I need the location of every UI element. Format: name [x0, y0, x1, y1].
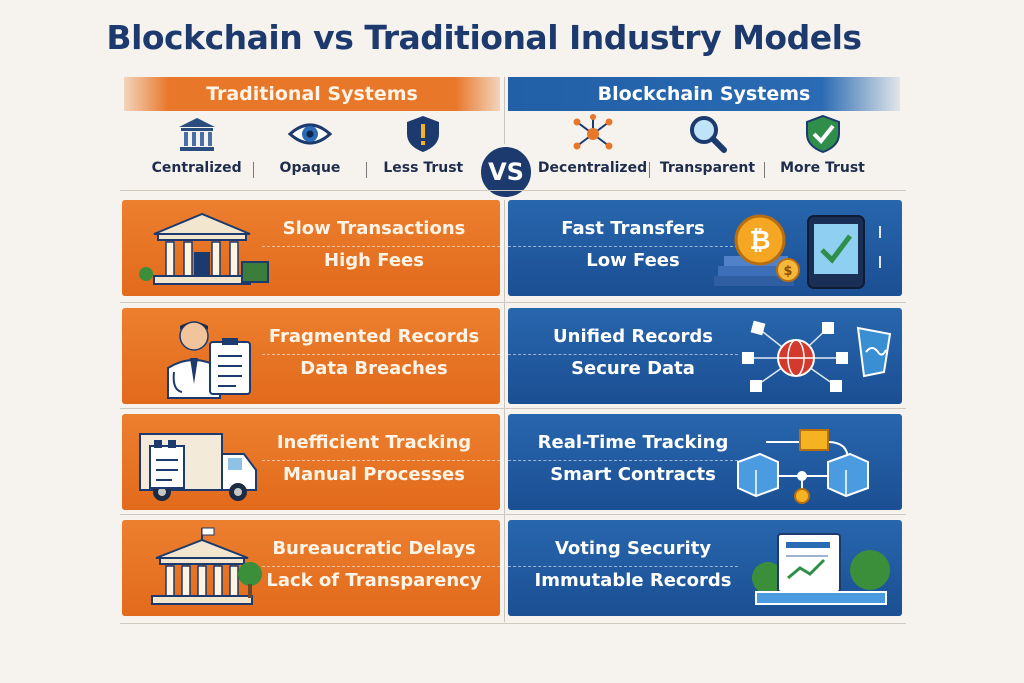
card-line-primary: Fast Transfers — [561, 218, 705, 239]
row-divider — [120, 190, 906, 191]
card-dashed-separator — [508, 460, 738, 461]
card-line-secondary: Lack of Transparency — [266, 570, 482, 591]
eye-icon — [287, 123, 332, 145]
card-dashed-separator — [262, 246, 500, 247]
blockchain-traits: Decentralized Transparent More Trust — [535, 114, 880, 184]
card-line-secondary: Manual Processes — [283, 464, 465, 485]
card-line-secondary: Data Breaches — [300, 358, 448, 379]
card-line-primary: Fragmented Records — [268, 326, 480, 347]
traditional-card-government: Bureaucratic Delays Lack of Transparency — [122, 520, 500, 616]
card-dashed-separator — [262, 354, 500, 355]
trait-label: Centralized — [151, 160, 242, 176]
blockchain-card-supply-chain: Real-Time Tracking Smart Contracts — [508, 414, 902, 510]
blockchain-card-finance: Fast Transfers Low Fees ₿ $ — [508, 200, 902, 296]
row-divider — [120, 302, 906, 303]
trait-opaque: Opaque — [255, 114, 367, 178]
card-dashed-separator — [262, 566, 500, 567]
card-line-secondary: High Fees — [324, 250, 424, 271]
trait-label: Opaque — [279, 160, 341, 176]
magnifier-icon — [689, 116, 727, 153]
trait-less-trust: Less Trust — [368, 114, 478, 176]
card-dashed-separator — [508, 354, 738, 355]
card-dashed-separator — [508, 246, 738, 247]
card-line-secondary: Smart Contracts — [550, 464, 716, 485]
card-line-primary: Inefficient Tracking — [276, 432, 472, 453]
card-line-primary: Bureaucratic Delays — [272, 538, 476, 559]
row-divider — [120, 514, 906, 515]
trait-centralized: Centralized — [142, 114, 254, 178]
card-line-secondary: Secure Data — [571, 358, 695, 379]
trait-decentralized: Decentralized — [537, 114, 650, 178]
vs-badge: VS — [478, 144, 534, 200]
government-building-icon — [151, 527, 262, 605]
traditional-traits: Centralized Opaque Less Trust — [140, 114, 480, 184]
traditional-card-healthcare: Fragmented Records Data Breaches — [122, 308, 500, 404]
traditional-card-finance: Slow Transactions High Fees — [122, 200, 500, 296]
bank-icon — [178, 118, 215, 151]
trait-more-trust: More Trust — [768, 114, 878, 176]
card-line-secondary: Immutable Records — [534, 570, 732, 591]
card-line-primary: Slow Transactions — [282, 218, 466, 239]
warning-shield-icon — [407, 116, 440, 152]
blockchain-header: Blockchain Systems — [508, 77, 900, 111]
center-divider — [504, 77, 505, 622]
traditional-card-supply-chain: Inefficient Tracking Manual Processes — [122, 414, 500, 510]
trait-label: More Trust — [780, 160, 865, 176]
traditional-header: Traditional Systems — [124, 77, 500, 111]
doctor-clipboard-icon — [167, 321, 251, 399]
trait-label: Decentralized — [537, 160, 648, 176]
check-shield-icon — [805, 114, 840, 154]
trait-transparent: Transparent — [653, 114, 765, 178]
svg-text:$: $ — [783, 264, 792, 279]
globe-network-icon — [742, 320, 892, 392]
blockchain-card-government: Voting Security Immutable Records — [508, 520, 902, 616]
svg-text:₿: ₿ — [749, 226, 770, 256]
blockchain-card-healthcare: Unified Records Secure Data — [508, 308, 902, 404]
card-line-primary: Unified Records — [553, 326, 713, 347]
trait-label: Transparent — [659, 160, 756, 176]
card-line-secondary: Low Fees — [586, 250, 680, 271]
row-divider — [120, 408, 906, 409]
delivery-truck-icon — [139, 433, 257, 501]
card-dashed-separator — [508, 566, 738, 567]
card-dashed-separator — [262, 460, 500, 461]
card-line-primary: Voting Security — [554, 538, 712, 559]
network-nodes-icon — [573, 114, 612, 150]
card-line-primary: Real-Time Tracking — [537, 432, 729, 453]
row-divider — [120, 623, 906, 624]
voting-screen-icon — [752, 533, 890, 605]
bank-building-icon — [139, 212, 269, 285]
trait-label: Less Trust — [383, 160, 464, 176]
bitcoin-coins-icon: ₿ $ — [714, 214, 881, 289]
blocks-chain-icon — [737, 429, 869, 504]
page-title: Blockchain vs Traditional Industry Model… — [106, 18, 862, 57]
